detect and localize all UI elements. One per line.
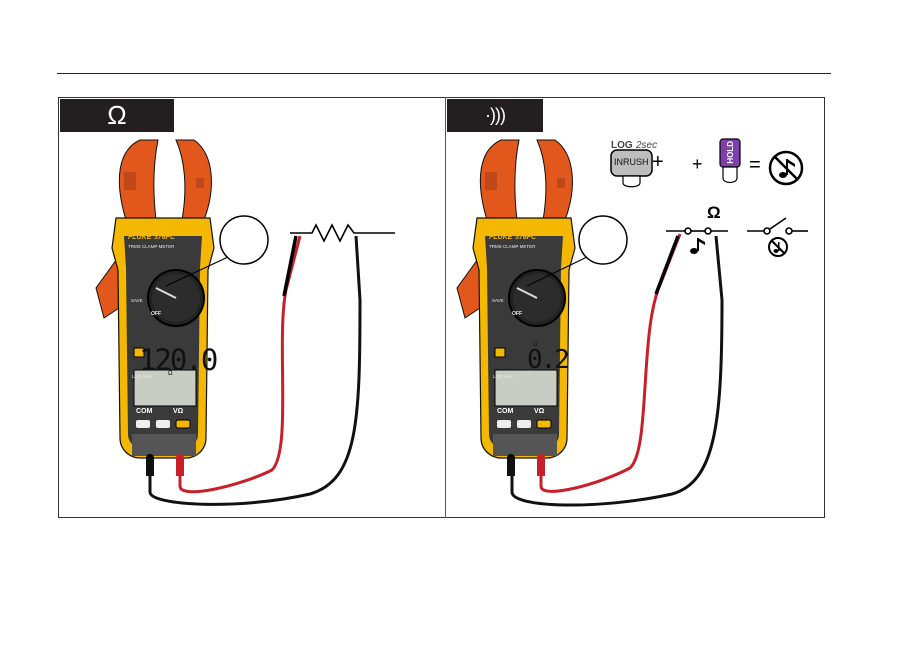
music-note-icon	[690, 238, 705, 254]
switch-ohm-label: Ω	[707, 203, 721, 223]
meter-off-left: OFF	[151, 311, 161, 317]
plus-sign-2: +	[692, 154, 703, 175]
meter-brand-right: FLUKE	[489, 234, 512, 241]
vohm-terminal-left: VΩ	[173, 408, 183, 415]
mute-note-icon	[769, 238, 787, 256]
closed-switch-symbol	[666, 228, 728, 234]
meter-model-right: 376FC	[515, 234, 536, 241]
plus-sign-1: +	[652, 151, 664, 174]
display-unit-ohm-right: Ω	[533, 342, 538, 348]
inrush-label: INRUSH	[614, 157, 649, 167]
hold-label: HOLD	[726, 141, 735, 164]
equals-sign: =	[749, 154, 761, 177]
clamp-meter-continuity	[457, 140, 575, 476]
meter-brand-left: FLUKE	[128, 234, 151, 241]
meter-subtitle-right: TRMS CLAMP METER	[489, 244, 535, 249]
meter-subtitle-left: TRMS CLAMP METER	[128, 244, 174, 249]
log-button-right: LOG 2sec	[493, 374, 513, 379]
clamp-meter-resistance	[96, 140, 214, 476]
log-time-label: 2sec	[636, 140, 657, 151]
display-reading-continuity: 0.2	[527, 345, 568, 375]
log-label: LOG	[611, 140, 633, 151]
open-switch-symbol	[747, 218, 808, 234]
mute-result-icon	[770, 152, 802, 184]
com-terminal-right: COM	[497, 408, 513, 415]
display-reading-ohm: 120.0	[139, 343, 216, 377]
display-unit-ohm: Ω	[168, 371, 173, 377]
meter-off-right: OFF	[512, 311, 522, 317]
vohm-terminal-right: VΩ	[534, 408, 544, 415]
meter-save-right: SAVE	[492, 298, 504, 303]
log-button-left: LOG 2sec	[132, 374, 152, 379]
resistor-symbol	[290, 225, 395, 241]
meter-model-left: 376FC	[154, 234, 175, 241]
com-terminal-left: COM	[136, 408, 152, 415]
inrush-button-icon	[611, 150, 652, 187]
meter-save-left: SAVE	[131, 298, 143, 303]
